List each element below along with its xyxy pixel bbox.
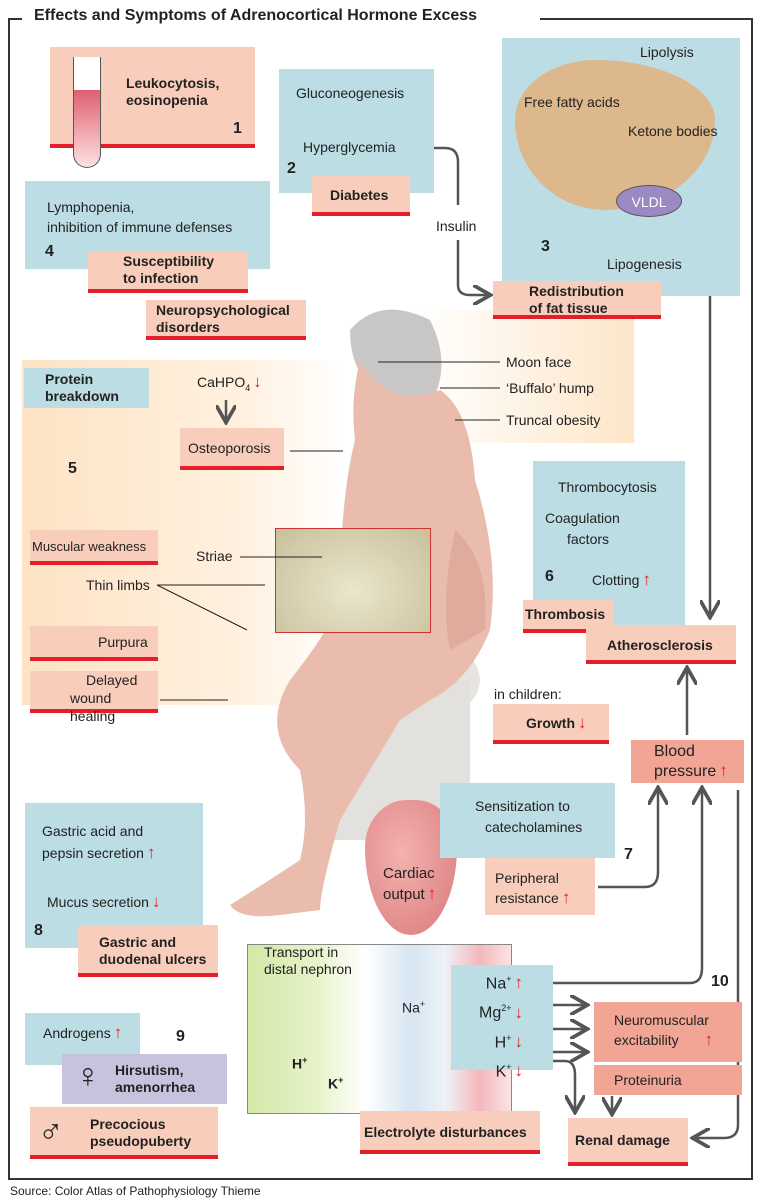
hirsutism-box: Hirsutism,amenorrhea [62, 1054, 227, 1104]
page-title: Effects and Symptoms of Adrenocortical H… [28, 7, 484, 25]
cahpo4-label: CaHPO4↓ [197, 372, 262, 393]
catecholamine-box [440, 783, 615, 858]
nephron-k-label: K+ [328, 1075, 344, 1092]
gluconeogenesis-label: Gluconeogenesis [296, 85, 405, 101]
nephron-na-label: Na+ [402, 999, 426, 1016]
free-fatty-acids-label: Free fatty acids [524, 94, 620, 110]
hyperglycemia-label: Hyperglycemia [303, 139, 396, 155]
thrombosis-box: Thrombosis [523, 600, 613, 633]
lipolysis-label: Lipolysis [640, 44, 694, 60]
up-arrow-icon: ↑ [561, 888, 571, 907]
mucus-secretion-label: Mucus secretion↓ [47, 892, 161, 911]
nephron-h-label: H+ [292, 1055, 308, 1072]
atherosclerosis-box: Atherosclerosis [586, 625, 736, 664]
muscular-weakness-box: Muscular weakness [30, 530, 158, 565]
diabetes-box: Diabetes [312, 176, 410, 216]
female-symbol-icon: ♀ [75, 1057, 101, 1095]
osteoporosis-box: Osteoporosis [180, 428, 284, 470]
up-arrow-icon: ↑ [427, 884, 437, 903]
section-number-6: 6 [545, 568, 554, 585]
up-arrow-icon: ↑ [113, 1023, 123, 1042]
section-number-5: 5 [68, 460, 77, 477]
ketone-bodies-label: Ketone bodies [628, 123, 718, 139]
down-arrow-icon: ↓ [514, 1061, 524, 1081]
up-arrow-icon: ↑ [642, 570, 651, 589]
down-arrow-icon: ↓ [253, 372, 262, 391]
down-arrow-icon: ↓ [514, 1002, 524, 1022]
gastric-box [25, 803, 203, 948]
up-arrow-icon: ↑ [514, 973, 524, 993]
frame-top-right [540, 18, 753, 20]
renal-damage-box: Renal damage [568, 1118, 688, 1166]
buffalo-hump-label: ‘Buffalo’ hump [506, 380, 594, 396]
lipogenesis-label: Lipogenesis [607, 256, 682, 272]
leukocytosis-label: Leukocytosis,eosinopenia [126, 75, 220, 108]
section-number-2: 2 [287, 160, 296, 177]
lymphopenia-label: Lymphopenia,inhibition of immune defense… [47, 199, 233, 235]
vldl-ellipse: VLDL [616, 185, 682, 217]
growth-box: Growth↓ [493, 704, 609, 744]
sodium-row: Na+↑ [461, 967, 523, 996]
frame [8, 18, 753, 1180]
clotting-box [533, 461, 685, 626]
moon-face-label: Moon face [506, 354, 572, 370]
in-children-label: in children: [494, 686, 562, 702]
truncal-obesity-label: Truncal obesity [506, 412, 601, 428]
glucose-box [279, 69, 434, 193]
thin-limbs-label: Thin limbs [86, 577, 150, 593]
down-arrow-icon: ↓ [151, 892, 161, 911]
striae-photo [275, 528, 431, 633]
hydrogen-row: H+↓ [461, 1026, 523, 1055]
electrolyte-disturbances-box: Electrolyte disturbances [360, 1111, 540, 1154]
section-number-9: 9 [176, 1028, 185, 1045]
thrombocytosis-label: Thrombocytosis [558, 479, 657, 495]
up-arrow-icon: ↑ [704, 1030, 714, 1049]
potassium-row: K+↓ [461, 1055, 523, 1084]
electrolyte-box: Na+↑ Mg2+↓ H+↓ K+↓ [451, 965, 553, 1080]
section-number-8: 8 [34, 922, 43, 939]
source-caption: Source: Color Atlas of Pathophysiology T… [10, 1184, 261, 1198]
down-arrow-icon: ↓ [514, 1031, 524, 1051]
striae-label: Striae [196, 548, 233, 564]
section-number-4: 4 [45, 243, 54, 260]
test-tube-icon [73, 57, 101, 168]
purpura-box: Purpura [30, 626, 158, 661]
up-arrow-icon: ↑ [719, 761, 728, 780]
proteinuria-box: Proteinuria [594, 1065, 742, 1095]
insulin-label: Insulin [436, 216, 477, 236]
frame-top-left [8, 18, 22, 20]
section-number-10: 10 [711, 973, 729, 990]
section-number-1: 1 [233, 120, 242, 137]
magnesium-row: Mg2+↓ [461, 996, 523, 1025]
seated-woman-illustration [230, 309, 493, 917]
clotting-label: Clotting↑ [592, 570, 651, 589]
down-arrow-icon: ↓ [578, 713, 587, 732]
up-arrow-icon: ↑ [146, 843, 156, 862]
section-number-3: 3 [541, 238, 550, 255]
male-symbol-icon: ♂ [38, 1113, 64, 1151]
section-number-7: 7 [624, 846, 633, 863]
